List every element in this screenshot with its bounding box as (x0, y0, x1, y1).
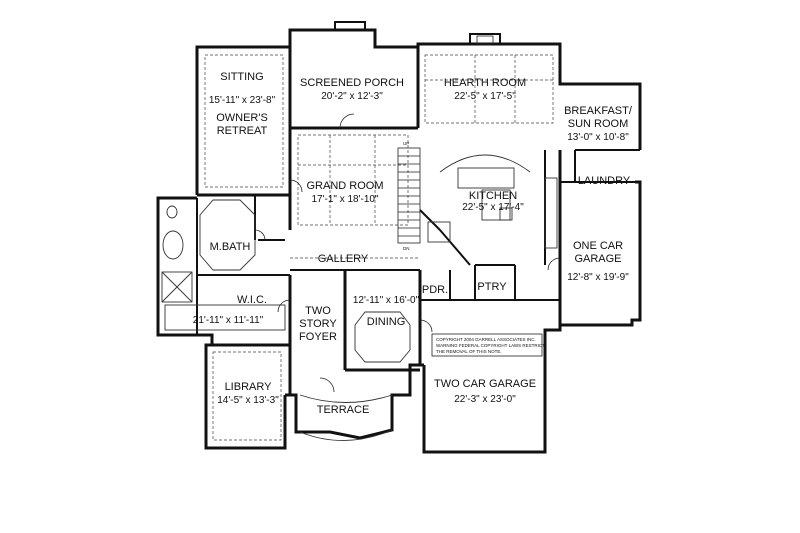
mbath-label: M.BATH (210, 241, 251, 253)
twocar-label: TWO CAR GARAGE (434, 378, 536, 390)
breakfast-label-1: BREAKFAST/ (564, 105, 633, 117)
onecar-dims: 12'-8" x 19'-9" (567, 272, 629, 283)
sitting-dims: 15'-11" x 23'-8" (209, 95, 276, 106)
owners-label-1: OWNER'S (216, 112, 268, 124)
kitchen-label: KITCHEN (469, 190, 517, 202)
onecar-label-2: GARAGE (574, 253, 621, 265)
onecar-label-1: ONE CAR (573, 240, 623, 252)
bath-fixtures (161, 199, 286, 331)
copyright-line-2: WARNING FEDERAL COPYRIGHT LAWS RESTRICT (436, 343, 545, 348)
terrace-label: TERRACE (317, 404, 370, 416)
grand-dims: 17'-1" x 18'-10" (311, 194, 379, 205)
stair-up-label: UP (403, 141, 409, 146)
dining-details (299, 311, 411, 441)
sitting-label: SITTING (220, 71, 263, 83)
exterior-walls (156, 21, 642, 454)
kitchen-dims: 22'-5" x 17'-4" (462, 202, 524, 213)
wic-dims: 21'-11" x 11'-11" (193, 315, 264, 326)
stairs (397, 147, 421, 244)
breakfast-label-2: SUN ROOM (568, 118, 629, 130)
foyer-label-2: STORY (299, 318, 337, 330)
porch-label: SCREENED PORCH (300, 77, 404, 89)
breakfast-dims: 13'-0" x 10'-8" (567, 132, 629, 143)
library-dims: 14'-5" x 13'-3" (217, 395, 279, 406)
copyright-box (431, 333, 543, 357)
foyer-label-1: TWO (305, 305, 331, 317)
grand-label: GRAND ROOM (307, 180, 384, 192)
doors (254, 113, 561, 393)
hearth-dims: 22'-5" x 17'-5" (454, 91, 516, 102)
gallery-label: GALLERY (318, 253, 369, 265)
foyer-label-3: FOYER (299, 331, 337, 343)
copyright-line-1: COPYRIGHT 2004 GARRELL ASSOCIATES INC. (436, 337, 536, 342)
dining-label: DINING (367, 316, 406, 328)
ptry-label: PTRY (477, 281, 507, 293)
library-label: LIBRARY (225, 381, 273, 393)
hearth-label: HEARTH ROOM (444, 77, 526, 89)
stair-down-label: DN (403, 246, 410, 251)
owners-label-2: RETREAT (217, 125, 268, 137)
laundry-label: LAUNDRY (578, 175, 631, 187)
wic-label: W.I.C. (237, 294, 267, 306)
copyright-line-3: THE REMOVAL OF THIS NOTE. (436, 349, 502, 354)
porch-dims: 20'-2" x 12'-3" (321, 91, 383, 102)
pdr-label: PDR. (422, 284, 448, 296)
kitchen-fixtures (427, 154, 558, 249)
dining-dims: 12'-11" x 16'-0" (353, 295, 420, 306)
twocar-dims: 22'-3" x 23'-0" (454, 394, 516, 405)
